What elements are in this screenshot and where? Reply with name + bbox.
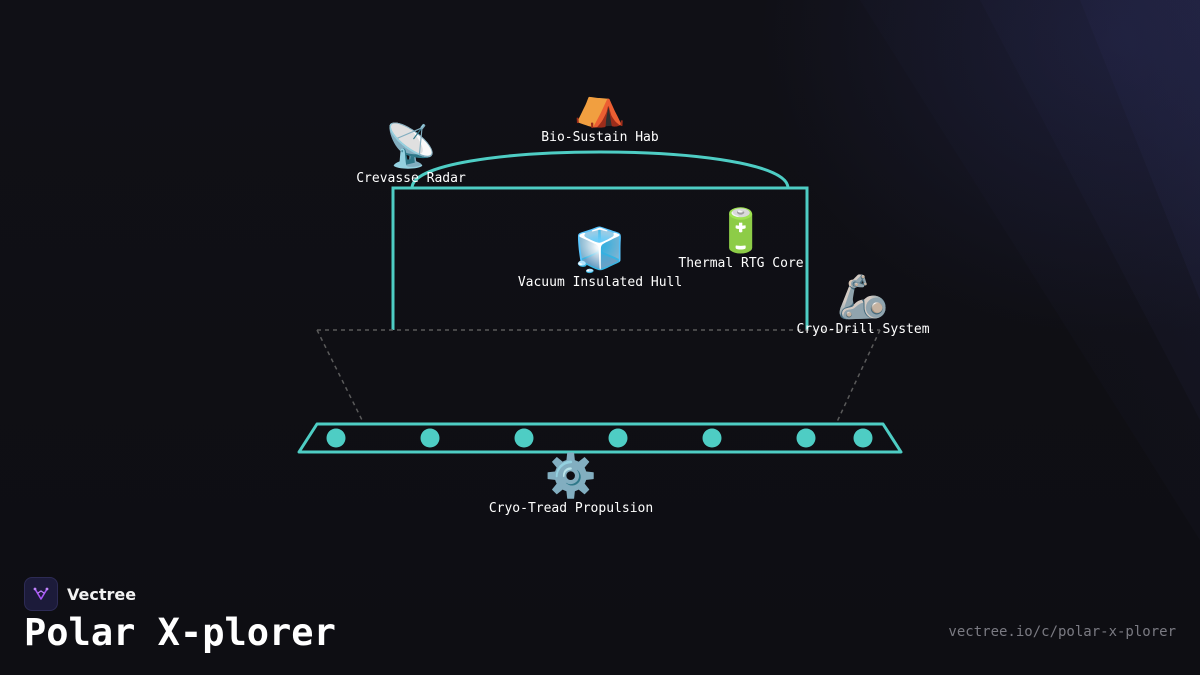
- brand-name: Vectree: [67, 584, 137, 604]
- tread-wheel: [326, 428, 346, 448]
- source-url[interactable]: vectree.io/c/polar-x-plorer: [948, 624, 1176, 640]
- tread-wheels: [326, 428, 873, 448]
- node-bio-sustain-hab: ⛺ Bio-Sustain Hab: [541, 82, 658, 146]
- node-cryo-tread-propulsion: ⚙️ Cryo-Tread Propulsion: [489, 453, 653, 517]
- node-thermal-rtg-core: 🔋 Thermal RTG Core: [678, 208, 803, 272]
- satellite-dish-icon: 📡: [384, 121, 438, 170]
- hull-body: [391, 186, 809, 330]
- node-label: Cryo-Drill System: [796, 322, 930, 337]
- battery-icon: 🔋: [714, 206, 768, 255]
- node-crevasse-radar: 📡 Crevasse Radar: [356, 123, 466, 187]
- ice-cube-icon: 🧊: [573, 225, 627, 274]
- brand: Vectree: [24, 577, 136, 611]
- node-label: Bio-Sustain Hab: [541, 130, 659, 145]
- tent-icon: ⛺: [573, 80, 627, 129]
- node-cryo-drill-system: 🦾 Cryo-Drill System: [796, 274, 929, 338]
- gear-icon: ⚙️: [544, 451, 598, 500]
- vectree-logo-icon: [24, 577, 58, 611]
- tread-wheel: [796, 428, 816, 448]
- tread-wheel: [514, 428, 534, 448]
- chassis-left-strut: [316, 329, 365, 425]
- node-label: Thermal RTG Core: [678, 256, 804, 271]
- tread-wheel: [702, 428, 722, 448]
- page-title: Polar X-plorer: [24, 611, 336, 654]
- node-vacuum-insulated-hull: 🧊 Vacuum Insulated Hull: [518, 227, 682, 291]
- chassis-right-strut: [835, 329, 881, 425]
- tread-wheel: [608, 428, 628, 448]
- tread-wheel: [420, 428, 440, 448]
- tread-wheel: [853, 428, 873, 448]
- hab-dome: [410, 150, 790, 189]
- mechanical-arm-icon: 🦾: [836, 272, 890, 321]
- node-label: Crevasse Radar: [356, 171, 466, 186]
- node-label: Vacuum Insulated Hull: [517, 275, 683, 290]
- node-label: Cryo-Tread Propulsion: [488, 501, 654, 516]
